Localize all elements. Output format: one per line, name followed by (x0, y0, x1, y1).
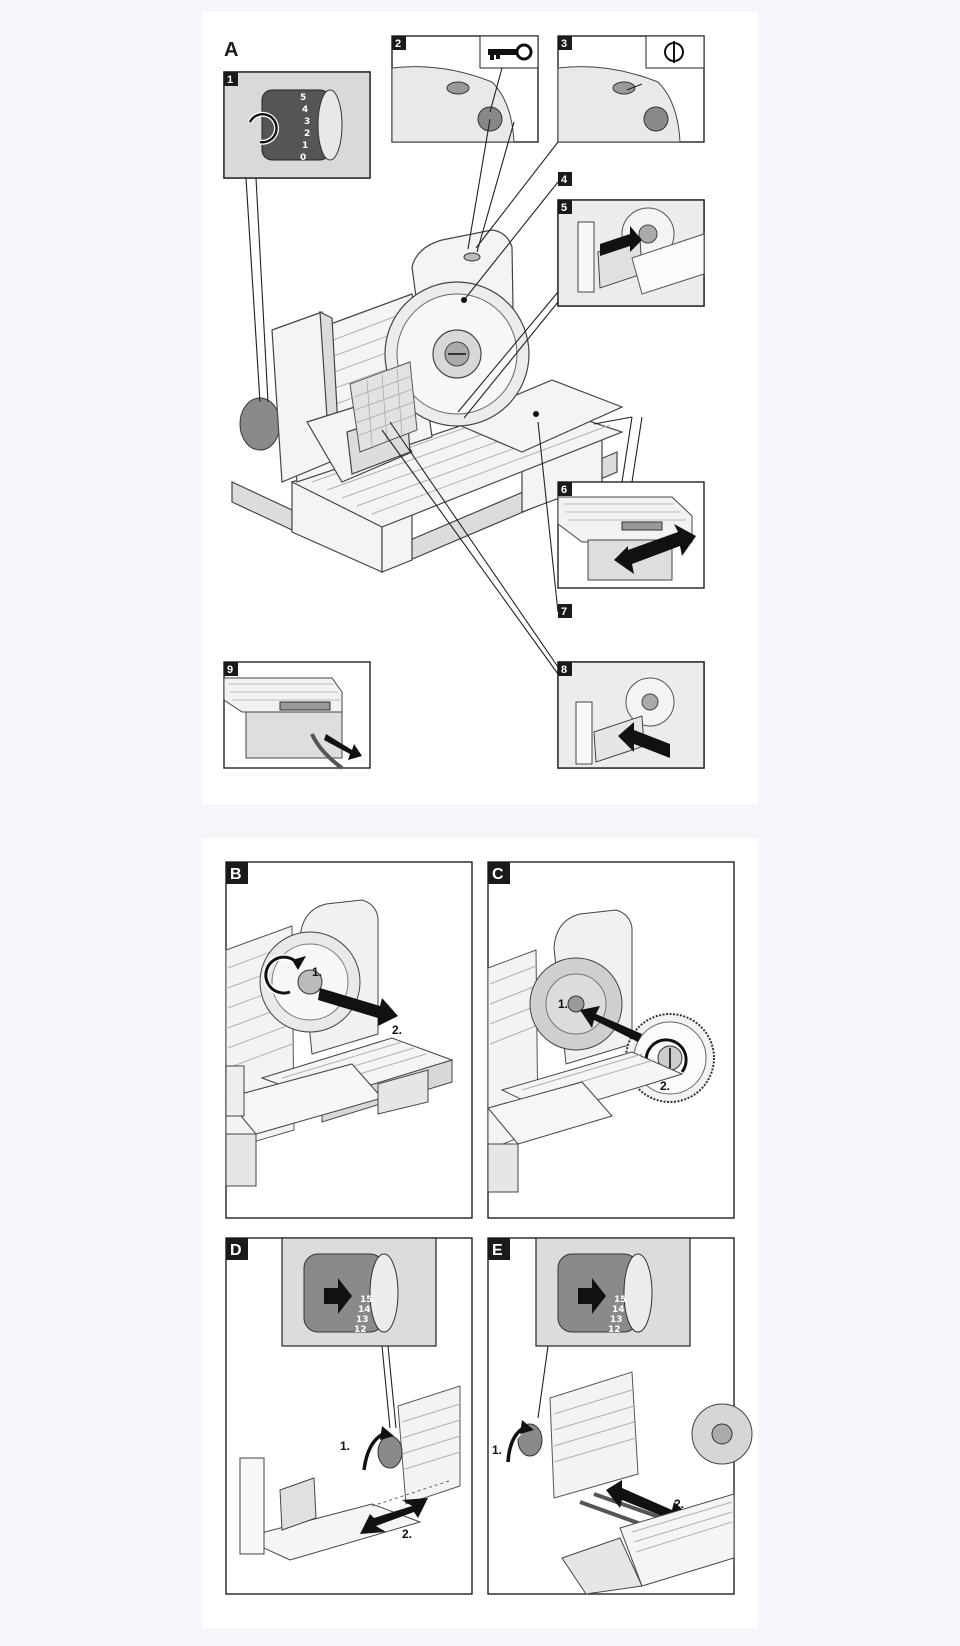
inset-5-food-pusher: 5 (457, 199, 705, 419)
callout-9-tag: 9 (227, 664, 233, 676)
callout-4-tag: 4 (561, 174, 568, 186)
callout-6-tag: 6 (561, 484, 567, 496)
panel-c-insert-blade: 1. 2. C (487, 861, 735, 1219)
inset-8-remnant-holder: 8 (381, 421, 705, 769)
panel-b-step-2: 2. (392, 1023, 402, 1037)
dial-number: 1 (302, 141, 308, 151)
callout-4: 4 (461, 172, 572, 303)
callout-8-tag: 8 (561, 664, 567, 676)
panel-c-label: C (492, 866, 504, 883)
callout-7: 7 (533, 411, 572, 618)
figure-a-label: A (224, 39, 238, 61)
dial-number: 5 (300, 93, 306, 103)
dial-number: 4 (302, 105, 308, 115)
dial-number: 12 (354, 1325, 367, 1335)
panel-d-step-1: 1. (340, 1439, 350, 1453)
panel-e-step-1: 1. (492, 1443, 502, 1457)
dial-number: 3 (304, 117, 310, 127)
inset-2-key-lock: 2 (391, 35, 539, 253)
dial-number: 14 (612, 1305, 625, 1315)
key-icon (488, 43, 533, 61)
panel-c-step-2: 2. (660, 1079, 670, 1093)
power-switch-icon (664, 41, 684, 63)
panel-d-remove-carriage: 15 14 13 12 1. 2. D (225, 1237, 473, 1595)
panel-c-step-1: 1. (558, 997, 568, 1011)
panel-b-step-1: 1. (312, 965, 322, 979)
panel-b-label: B (230, 866, 242, 883)
inset-6-carriage: 6 (557, 416, 705, 589)
dial-number: 15 (614, 1295, 627, 1305)
callout-1-tag: 1 (227, 74, 233, 86)
panel-d-step-2: 2. (402, 1527, 412, 1541)
inset-9-power-cord: 9 (223, 661, 371, 770)
callout-3-tag: 3 (561, 38, 567, 50)
dial-number: 15 (360, 1295, 373, 1305)
dial-number: 14 (358, 1305, 371, 1315)
panel-e-insert-carriage: 15 14 13 12 1. (487, 1237, 753, 1595)
dial-number: 0 (300, 153, 306, 163)
callout-2-tag: 2 (395, 38, 401, 50)
dial-number: 13 (356, 1315, 369, 1325)
figures-b-to-e-diagram: 1. 2. B (225, 861, 753, 1595)
callout-5-tag: 5 (561, 202, 567, 214)
figures-b-to-e-sheet: 1. 2. B (202, 838, 758, 1628)
panel-e-label: E (492, 1242, 503, 1259)
panel-e-step-2: 2. (674, 1497, 684, 1511)
callout-7-tag: 7 (561, 606, 567, 618)
figure-a-sheet: A (202, 12, 758, 804)
dial-number: 12 (608, 1325, 621, 1335)
panel-d-label: D (230, 1242, 242, 1259)
dial-number: 2 (304, 129, 310, 139)
figure-a-diagram: A (223, 35, 705, 770)
inset-1-thickness-dial: 5 4 3 2 1 0 1 (223, 71, 371, 403)
panel-b-remove-blade: 1. 2. B (225, 861, 473, 1219)
dial-number: 13 (610, 1315, 623, 1325)
inset-3-power-switch: 3 (475, 35, 705, 249)
